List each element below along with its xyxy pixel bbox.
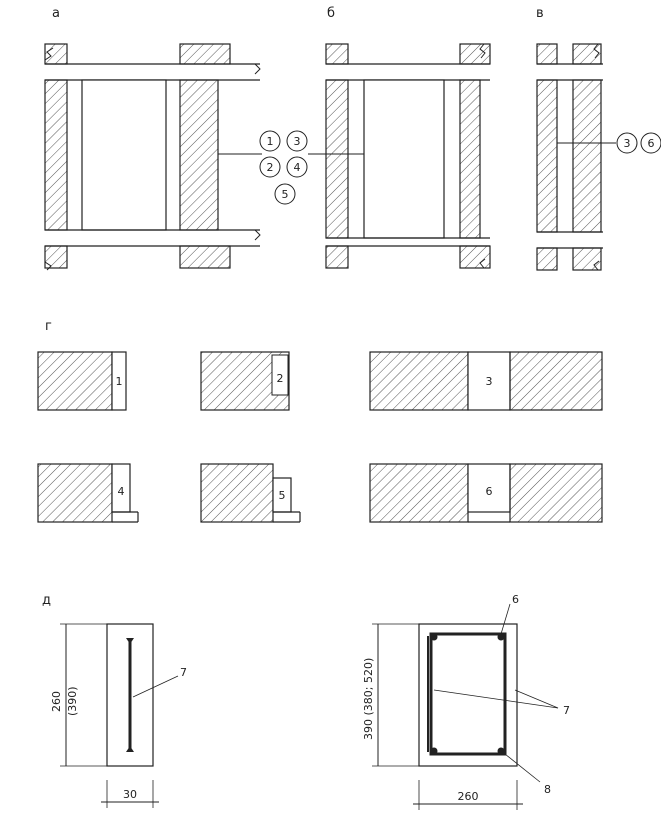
callout-v-3: 3 [624, 137, 631, 150]
callout-a-5: 5 [282, 188, 289, 201]
section-5: 5 [200, 463, 301, 523]
section-label-4: 4 [118, 485, 125, 498]
callout-a-3: 3 [294, 135, 301, 148]
dim-width-right: 260 [458, 790, 479, 803]
dim-height-right: 390 (380; 520) [362, 658, 375, 740]
section-4: 4 [37, 463, 139, 523]
panel-label-v: в [536, 6, 544, 21]
panel-label-g: г [45, 319, 52, 334]
dim-width-left: 30 [123, 788, 137, 801]
callout-a-4: 4 [294, 161, 301, 174]
dim-height-left: 260 [50, 691, 63, 712]
callout-v-6: 6 [648, 137, 655, 150]
leader-label-7-right: 7 [563, 704, 570, 717]
panel-label-b: б [327, 6, 335, 21]
section-6: 6 [369, 463, 603, 523]
dim-height-left-alt: (390) [66, 686, 79, 716]
panel-v-wall-plan [536, 43, 616, 271]
leader-label-7-left: 7 [180, 666, 187, 679]
section-label-1: 1 [116, 375, 123, 388]
callout-a-1: 1 [267, 135, 274, 148]
section-label-6: 6 [486, 485, 493, 498]
panel-a-wall-plan [44, 43, 262, 271]
callout-a-2: 2 [267, 161, 274, 174]
section-label-5: 5 [279, 489, 286, 502]
label-8: 8 [544, 783, 551, 796]
panel-label-a: а [52, 6, 60, 21]
panel-a-callouts: 1 3 2 4 5 [259, 130, 308, 205]
label-6: 6 [512, 593, 519, 606]
panel-b-wall-plan [308, 43, 491, 269]
section-3: 3 [369, 351, 603, 411]
detail-left-single-bar: 260 (390) 7 30 [50, 623, 187, 808]
section-label-3: 3 [486, 375, 493, 388]
section-label-2: 2 [277, 372, 284, 385]
panel-v-callouts: 3 6 [616, 132, 661, 154]
section-1: 1 [37, 351, 127, 411]
section-2: 2 [200, 351, 290, 411]
panel-label-d: д [42, 593, 51, 608]
detail-right-cage: 6 390 (380; 520) 7 8 260 [362, 593, 570, 810]
